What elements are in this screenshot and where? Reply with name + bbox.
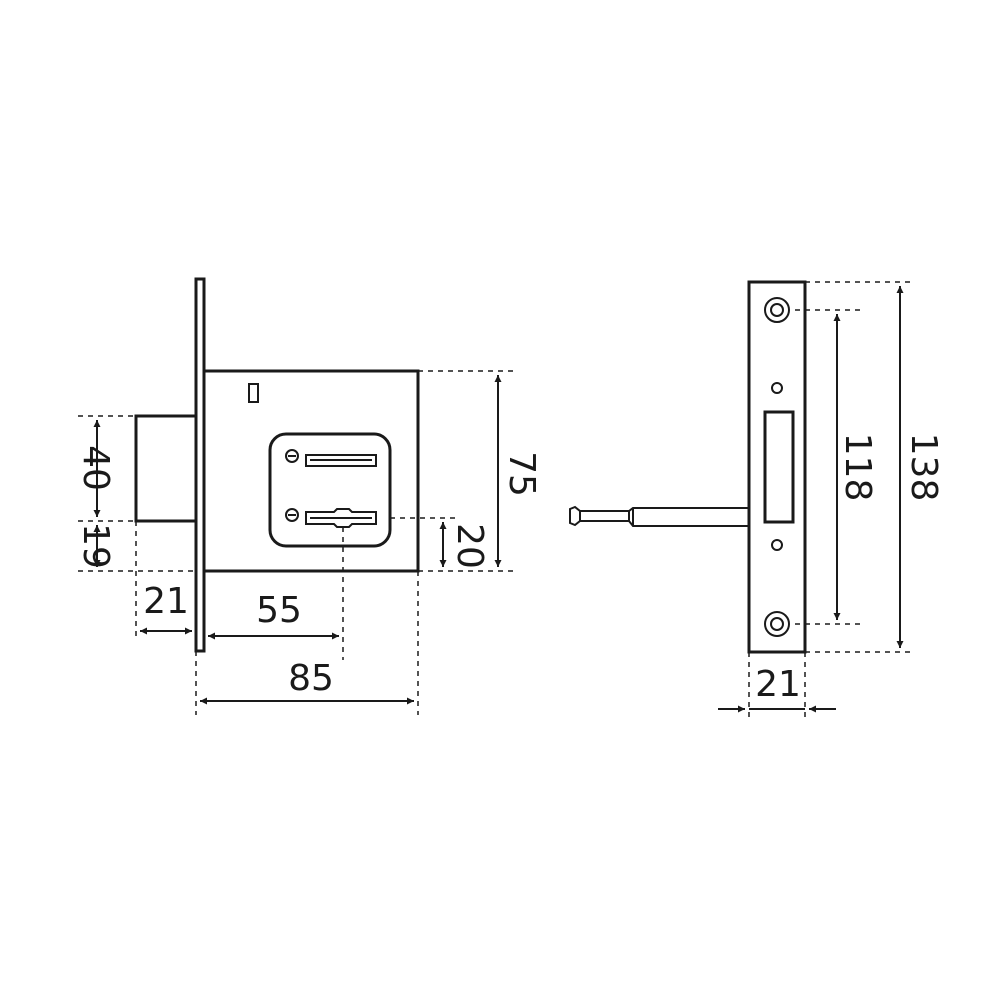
label-bolt-height: 40 (75, 445, 116, 491)
dimension-key-offset: 20 (439, 522, 490, 569)
panel-screw-upper (285, 449, 299, 463)
small-hole-lower (771, 539, 783, 551)
lock-body-tab (248, 383, 259, 403)
dimension-plate-height: 138 (896, 286, 944, 648)
spindle-rod (569, 505, 749, 527)
strike-plate-view (569, 280, 807, 654)
small-hole-upper (771, 382, 783, 394)
dimension-bolt-height: 40 (75, 420, 116, 517)
lock-bolt (134, 414, 198, 523)
screw-top-outer (764, 297, 790, 323)
label-bolt-offset: 19 (75, 523, 116, 569)
label-screw-spacing: 118 (837, 433, 878, 502)
label-key-offset: 20 (449, 523, 490, 569)
screw-bottom-outer (764, 611, 790, 637)
bolt-opening (763, 410, 795, 524)
upper-slot (305, 454, 377, 467)
strike-extension-lines (748, 281, 915, 722)
lock-body (202, 369, 420, 573)
lock-front-view (134, 277, 420, 653)
label-body-height: 75 (501, 451, 542, 497)
label-plate-width: 21 (755, 664, 801, 705)
label-bolt-throw: 21 (143, 581, 189, 622)
label-plate-height: 138 (903, 433, 944, 502)
dimension-body-depth: 85 (200, 658, 414, 705)
screw-bottom-inner (770, 617, 784, 631)
label-backset: 55 (256, 590, 302, 631)
dimension-body-height: 75 (494, 375, 542, 567)
keyhole-slot (305, 508, 377, 528)
panel-screw-lower (285, 508, 299, 522)
dimension-screw-spacing: 118 (833, 314, 878, 620)
dimension-backset: 55 (208, 590, 339, 640)
dimension-bolt-offset: 19 (75, 523, 116, 569)
strike-plate (747, 280, 807, 654)
screw-top-inner (770, 303, 784, 317)
dimension-plate-width: 21 (718, 664, 836, 713)
lock-extension-lines (78, 370, 515, 715)
label-body-depth: 85 (288, 658, 334, 699)
dimension-bolt-throw: 21 (140, 581, 192, 635)
keyhole-panel (268, 432, 392, 548)
